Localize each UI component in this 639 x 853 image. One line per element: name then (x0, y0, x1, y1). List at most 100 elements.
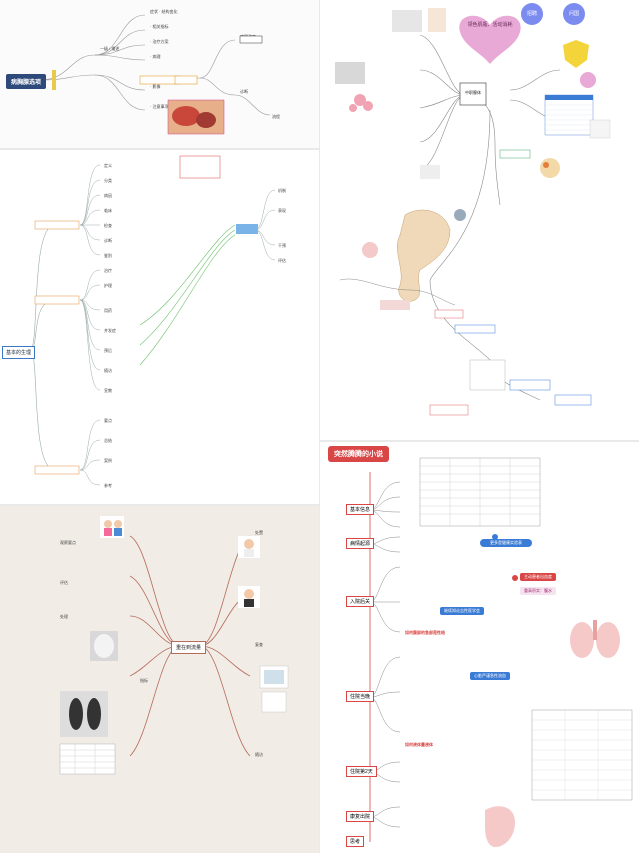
image-monitor (420, 165, 440, 179)
circle-node-1 (521, 3, 543, 25)
root-node-label: 病胸腺选项 (11, 80, 42, 86)
svg-text:治疗: 治疗 (104, 267, 112, 273)
image-radiograph (392, 10, 422, 32)
svg-text:流程: 流程 (272, 113, 280, 119)
circle-node-2 (563, 3, 585, 25)
highlight-text: 主动患者出血度 (524, 574, 552, 579)
section-first-night: 住院当晚 (346, 691, 375, 702)
root-node-label: 基本的生理 (6, 350, 32, 356)
section-label: 思考 (350, 839, 361, 845)
svg-text:临床: 临床 (104, 207, 112, 213)
svg-text:分类: 分类 (104, 177, 112, 183)
highlight-text: 继续知论吉性医学会 (444, 608, 480, 613)
panel-mindmap-mid-left: 定义分类病因 临床检查诊断 鉴别治疗护理 用药并发症预后 随访宣教 要点总结案例… (0, 150, 319, 504)
highlight-pill-4: 继续知论吉性医学会 (440, 607, 484, 615)
panel-case-map-bottom-right: 突然腾腾的小说 (320, 442, 639, 853)
section-label: 病情起源 (350, 541, 371, 547)
highlight-pill-3: 重高积实：腹水 (520, 587, 556, 595)
illustration-doctor (238, 586, 260, 608)
svg-text:处置: 处置 (255, 529, 263, 535)
root-node-mid-left: 基本的生理 (2, 346, 36, 359)
illustration-table (59, 743, 116, 775)
anatomy-illustration (167, 99, 225, 135)
heart-node (459, 15, 521, 65)
svg-text:观察要点: 观察要点 (60, 539, 76, 545)
svg-text:护理: 护理 (104, 282, 112, 288)
svg-text:要点: 要点 (104, 417, 112, 423)
center-node-label: 重在到流量 (176, 645, 202, 651)
svg-text:· 注意事项: · 注意事项 (150, 103, 168, 109)
svg-text:并发症: 并发症 (104, 327, 116, 333)
panel-mindmap-bottom-left: 观察要点评估 处理指标 处置复查 随访 重在到流量 (0, 506, 319, 853)
section-basic-info: 基本信息 (346, 504, 375, 515)
svg-text:· 影像: · 影像 (150, 83, 160, 89)
svg-text:参考: 参考 (104, 482, 112, 488)
svg-text:预后: 预后 (104, 347, 112, 353)
highlight-text: 重高积实：腹水 (524, 588, 552, 593)
data-table-top-right (544, 94, 594, 136)
heart-node-label: 领色肌瓶、活动消耗 (467, 22, 513, 28)
image-portrait (428, 8, 446, 32)
shield-icon (563, 40, 589, 68)
highlight-text: 如何腹部的急部是性结 (405, 630, 445, 635)
svg-text:指标: 指标 (140, 677, 148, 683)
svg-text:定义: 定义 (104, 162, 112, 168)
svg-text:一级 / 描述: 一级 / 描述 (100, 45, 119, 51)
illustration-scan (60, 691, 108, 737)
svg-text:宣教: 宣教 (104, 387, 112, 393)
section-label: 住院当晚 (350, 694, 371, 700)
illustration-device (259, 665, 289, 713)
throat-illustration (485, 806, 515, 847)
circle-node-2-label: 问国 (568, 11, 579, 17)
lab-table (531, 709, 633, 801)
svg-text:病因: 病因 (104, 192, 112, 198)
illustration-nurse (238, 536, 260, 558)
center-node-top-right: 中职腺体 (465, 90, 481, 95)
svg-text:随访: 随访 (255, 751, 263, 757)
highlight-pill-5: 如何腹部的急部是性结 (405, 630, 445, 636)
highlight-text: 如何液体量液体 (405, 742, 433, 747)
svg-text:总结: 总结 (104, 437, 112, 443)
svg-text:诊断: 诊断 (104, 237, 112, 243)
illustration-organ (90, 631, 118, 661)
svg-text:诊断: 诊断 (240, 88, 248, 94)
highlight-pill-2: 主动患者出血度 (520, 573, 556, 581)
center-node-bottom-left: 重在到流量 (171, 641, 207, 654)
root-node-top-left: 病胸腺选项 (6, 74, 47, 89)
svg-text:评估: 评估 (60, 579, 68, 585)
image-clinic (335, 62, 365, 84)
lungs-illustration (570, 620, 620, 658)
panel-mindmap-top-left: 一级 / 描述 症状 · 结构变化 · 相关指标 · 治疗方案 · 病理 · 影… (0, 0, 319, 148)
info-table (419, 457, 541, 527)
case-title: 突然腾腾的小说 (328, 446, 389, 462)
svg-text:案例: 案例 (104, 457, 112, 463)
section-onset: 病情起源 (346, 538, 375, 549)
section-day-2: 住院第2天 (346, 766, 377, 777)
section-reflection: 思考 (346, 836, 365, 847)
image-food (540, 158, 560, 178)
bone-illustration (397, 209, 451, 302)
highlight-text: 更多是健康实验表 (490, 540, 522, 545)
case-title-text: 突然腾腾的小说 (334, 451, 383, 458)
svg-text:处理: 处理 (60, 613, 68, 619)
svg-text:评估: 评估 (278, 257, 286, 263)
illustration-people (100, 516, 124, 538)
svg-text:用药: 用药 (104, 307, 112, 313)
section-admission: 入院后关 (346, 596, 375, 607)
svg-text:症状 · 结构变化: 症状 · 结构变化 (150, 8, 178, 14)
svg-text:· 治疗方案: · 治疗方案 (150, 38, 168, 44)
svg-text:随访: 随访 (104, 367, 112, 373)
circle-node-1-label: 招聘 (526, 11, 537, 17)
highlight-text: 心脏严谨急性流血 (474, 673, 506, 678)
section-label: 住院第2天 (350, 769, 373, 775)
highlight-pill-7: 如何液体量液体 (405, 742, 433, 748)
section-label: 入院后关 (350, 599, 371, 605)
highlight-pill-6: 心脏严谨急性流血 (470, 672, 510, 680)
image-cells (349, 94, 373, 112)
svg-text:表现: 表现 (278, 207, 286, 213)
svg-text:检查: 检查 (104, 222, 112, 228)
svg-text:复查: 复查 (255, 641, 263, 647)
section-label: 基本信息 (350, 507, 371, 513)
svg-text:机制: 机制 (278, 187, 286, 193)
svg-text:干预: 干预 (278, 242, 286, 248)
